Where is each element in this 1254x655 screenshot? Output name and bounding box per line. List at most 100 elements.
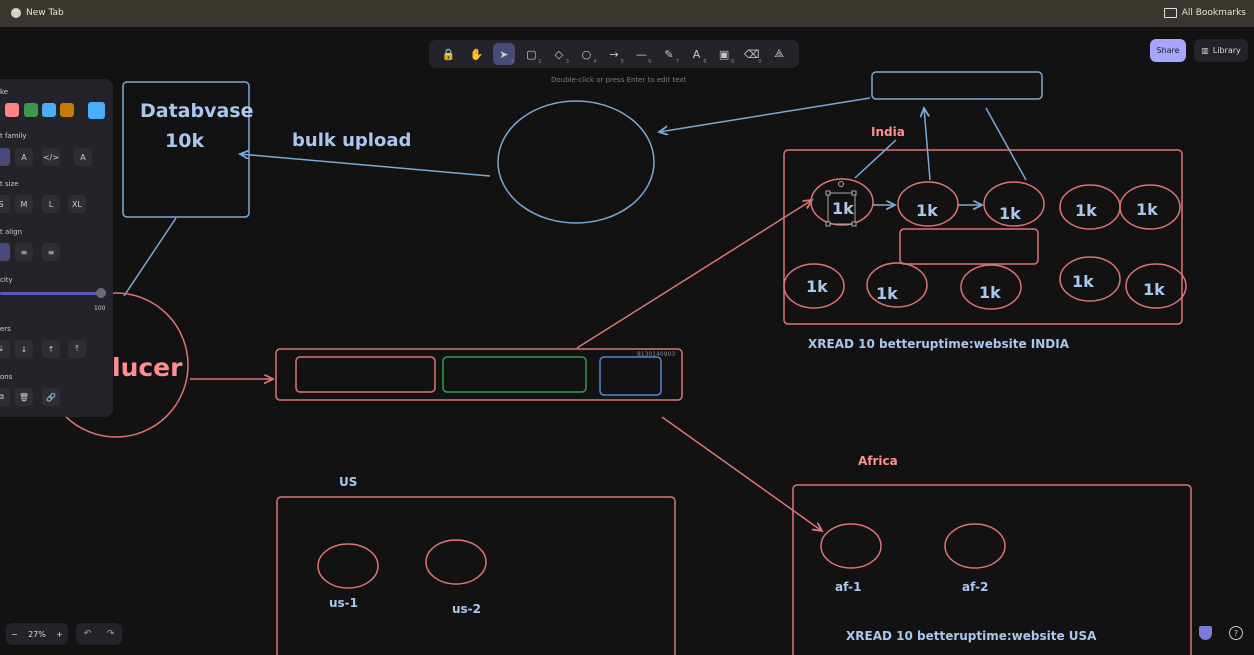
pointer-icon[interactable]: ➤1 — [492, 43, 515, 65]
font-code-option[interactable]: </> — [42, 148, 60, 166]
india-link-2[interactable] — [924, 108, 931, 181]
node-label: 1k — [999, 204, 1021, 223]
africa-region-box[interactable] — [792, 484, 1192, 655]
redo-icon[interactable]: ↷ — [106, 629, 115, 639]
globe-icon — [11, 8, 21, 18]
opacity-label: city — [0, 276, 13, 284]
selection-handles[interactable] — [825, 181, 857, 227]
arrow-to-worker[interactable] — [659, 97, 871, 132]
zoom-out-button[interactable]: − — [11, 629, 18, 639]
send-backward-icon[interactable]: ↓ — [15, 340, 33, 358]
help-icon[interactable]: ? — [1229, 626, 1243, 640]
opacity-slider-handle[interactable] — [96, 288, 106, 298]
tab-title[interactable]: New Tab — [26, 8, 64, 18]
browser-bar: New Tab All Bookmarks — [0, 0, 1254, 27]
opacity-slider[interactable] — [0, 292, 100, 295]
font-size-s[interactable]: S — [0, 195, 10, 213]
swatch-red[interactable] — [5, 103, 19, 117]
send-to-back-icon[interactable]: ⤓ — [0, 340, 10, 358]
opacity-value: 100 — [94, 305, 106, 312]
current-color-swatch[interactable] — [88, 102, 105, 119]
shapes-icon[interactable]: ⟁ — [774, 47, 785, 60]
node-1k[interactable] — [866, 262, 928, 308]
node-label: 1k — [1072, 272, 1094, 291]
zoom-level[interactable]: 27% — [28, 629, 46, 639]
font-size-xl[interactable]: XL — [68, 195, 86, 213]
india-label: India — [871, 125, 905, 139]
node-1k[interactable] — [983, 181, 1045, 227]
zoom-in-button[interactable]: + — [56, 629, 63, 639]
node-1k[interactable] — [1059, 256, 1121, 302]
arrow-to-india[interactable] — [576, 200, 812, 349]
india-inner-box[interactable] — [899, 228, 1039, 265]
db-producer-line[interactable] — [123, 217, 177, 297]
undo-icon[interactable]: ↶ — [83, 629, 92, 639]
india-nodes[interactable] — [783, 178, 1187, 310]
align-center-icon[interactable]: ≡ — [15, 243, 33, 261]
india-link-3[interactable] — [985, 107, 1027, 181]
swatch-green[interactable] — [24, 103, 38, 117]
node-1k[interactable] — [960, 264, 1022, 310]
font-hand-option[interactable] — [0, 148, 10, 166]
trash-icon[interactable]: 🗑 — [15, 388, 33, 406]
pencil-icon[interactable]: ✎7 — [664, 47, 680, 66]
bulk-upload-label: bulk upload — [292, 130, 411, 151]
align-left-icon[interactable] — [0, 243, 10, 261]
share-button[interactable]: Share — [1150, 39, 1186, 62]
font-size-l[interactable]: L — [42, 195, 60, 213]
stream-box[interactable] — [275, 348, 683, 401]
worker-ellipse[interactable] — [497, 100, 655, 224]
lock-icon[interactable]: 🔒 — [441, 47, 456, 61]
india-region-box[interactable] — [783, 149, 1183, 325]
all-bookmarks[interactable]: All Bookmarks — [1163, 8, 1246, 18]
producer-label: lucer — [112, 353, 183, 382]
stream-entry-red[interactable] — [295, 356, 436, 393]
image-icon[interactable]: ▣9 — [718, 47, 735, 66]
node-label: 1k — [979, 283, 1001, 302]
diamond-icon[interactable]: ◇3 — [554, 47, 569, 66]
actions-label: ons — [0, 373, 13, 381]
font-normal-option[interactable]: A — [15, 148, 33, 166]
node-1k[interactable] — [810, 178, 874, 226]
eraser-icon[interactable]: ⌫0 — [743, 47, 762, 66]
align-right-icon[interactable]: ≡ — [42, 243, 60, 261]
hand-icon[interactable]: ✋ — [469, 47, 484, 61]
swatch-orange[interactable] — [60, 103, 74, 117]
af-1-node[interactable] — [820, 523, 882, 569]
link-icon[interactable]: 🔗 — [42, 388, 60, 406]
us-1-node[interactable] — [317, 543, 379, 589]
arrow-to-africa[interactable] — [661, 416, 822, 531]
ellipse-icon[interactable]: ○4 — [581, 47, 597, 66]
arrow-icon[interactable]: →5 — [609, 47, 624, 66]
font-size-m[interactable]: M — [15, 195, 33, 213]
us-region-box[interactable] — [276, 496, 676, 655]
library-button[interactable]: ▥Library — [1194, 39, 1248, 62]
top-right-box[interactable] — [871, 71, 1043, 100]
af-1-label: af-1 — [835, 580, 861, 594]
node-1k[interactable] — [897, 181, 959, 227]
stream-entry-blue[interactable] — [599, 356, 662, 396]
bring-to-front-icon[interactable]: ⤒ — [68, 340, 86, 358]
swatch-blue[interactable] — [42, 103, 56, 117]
stroke-label: ke — [0, 88, 9, 96]
xread-india: XREAD 10 betteruptime:website INDIA — [808, 337, 1070, 351]
duplicate-icon[interactable]: ⧉ — [0, 388, 10, 406]
india-link-1[interactable] — [854, 139, 897, 179]
node-label: 1k — [1136, 200, 1158, 219]
rectangle-icon[interactable]: ▢2 — [526, 47, 542, 66]
shield-icon[interactable] — [1199, 626, 1212, 640]
selection-box[interactable] — [827, 192, 856, 225]
node-1k[interactable] — [1125, 263, 1187, 309]
af-2-node[interactable] — [944, 523, 1006, 569]
node-1k[interactable] — [1119, 184, 1181, 230]
font-more-option[interactable]: A — [74, 148, 92, 166]
line-icon[interactable]: —6 — [635, 47, 652, 66]
font-size-label: t size — [0, 180, 19, 188]
bring-forward-icon[interactable]: ↑ — [42, 340, 60, 358]
us-2-node[interactable] — [425, 539, 487, 585]
bulk-upload-arrow[interactable] — [240, 154, 491, 177]
stream-entry-green[interactable] — [442, 356, 587, 393]
node-1k[interactable] — [783, 263, 845, 309]
